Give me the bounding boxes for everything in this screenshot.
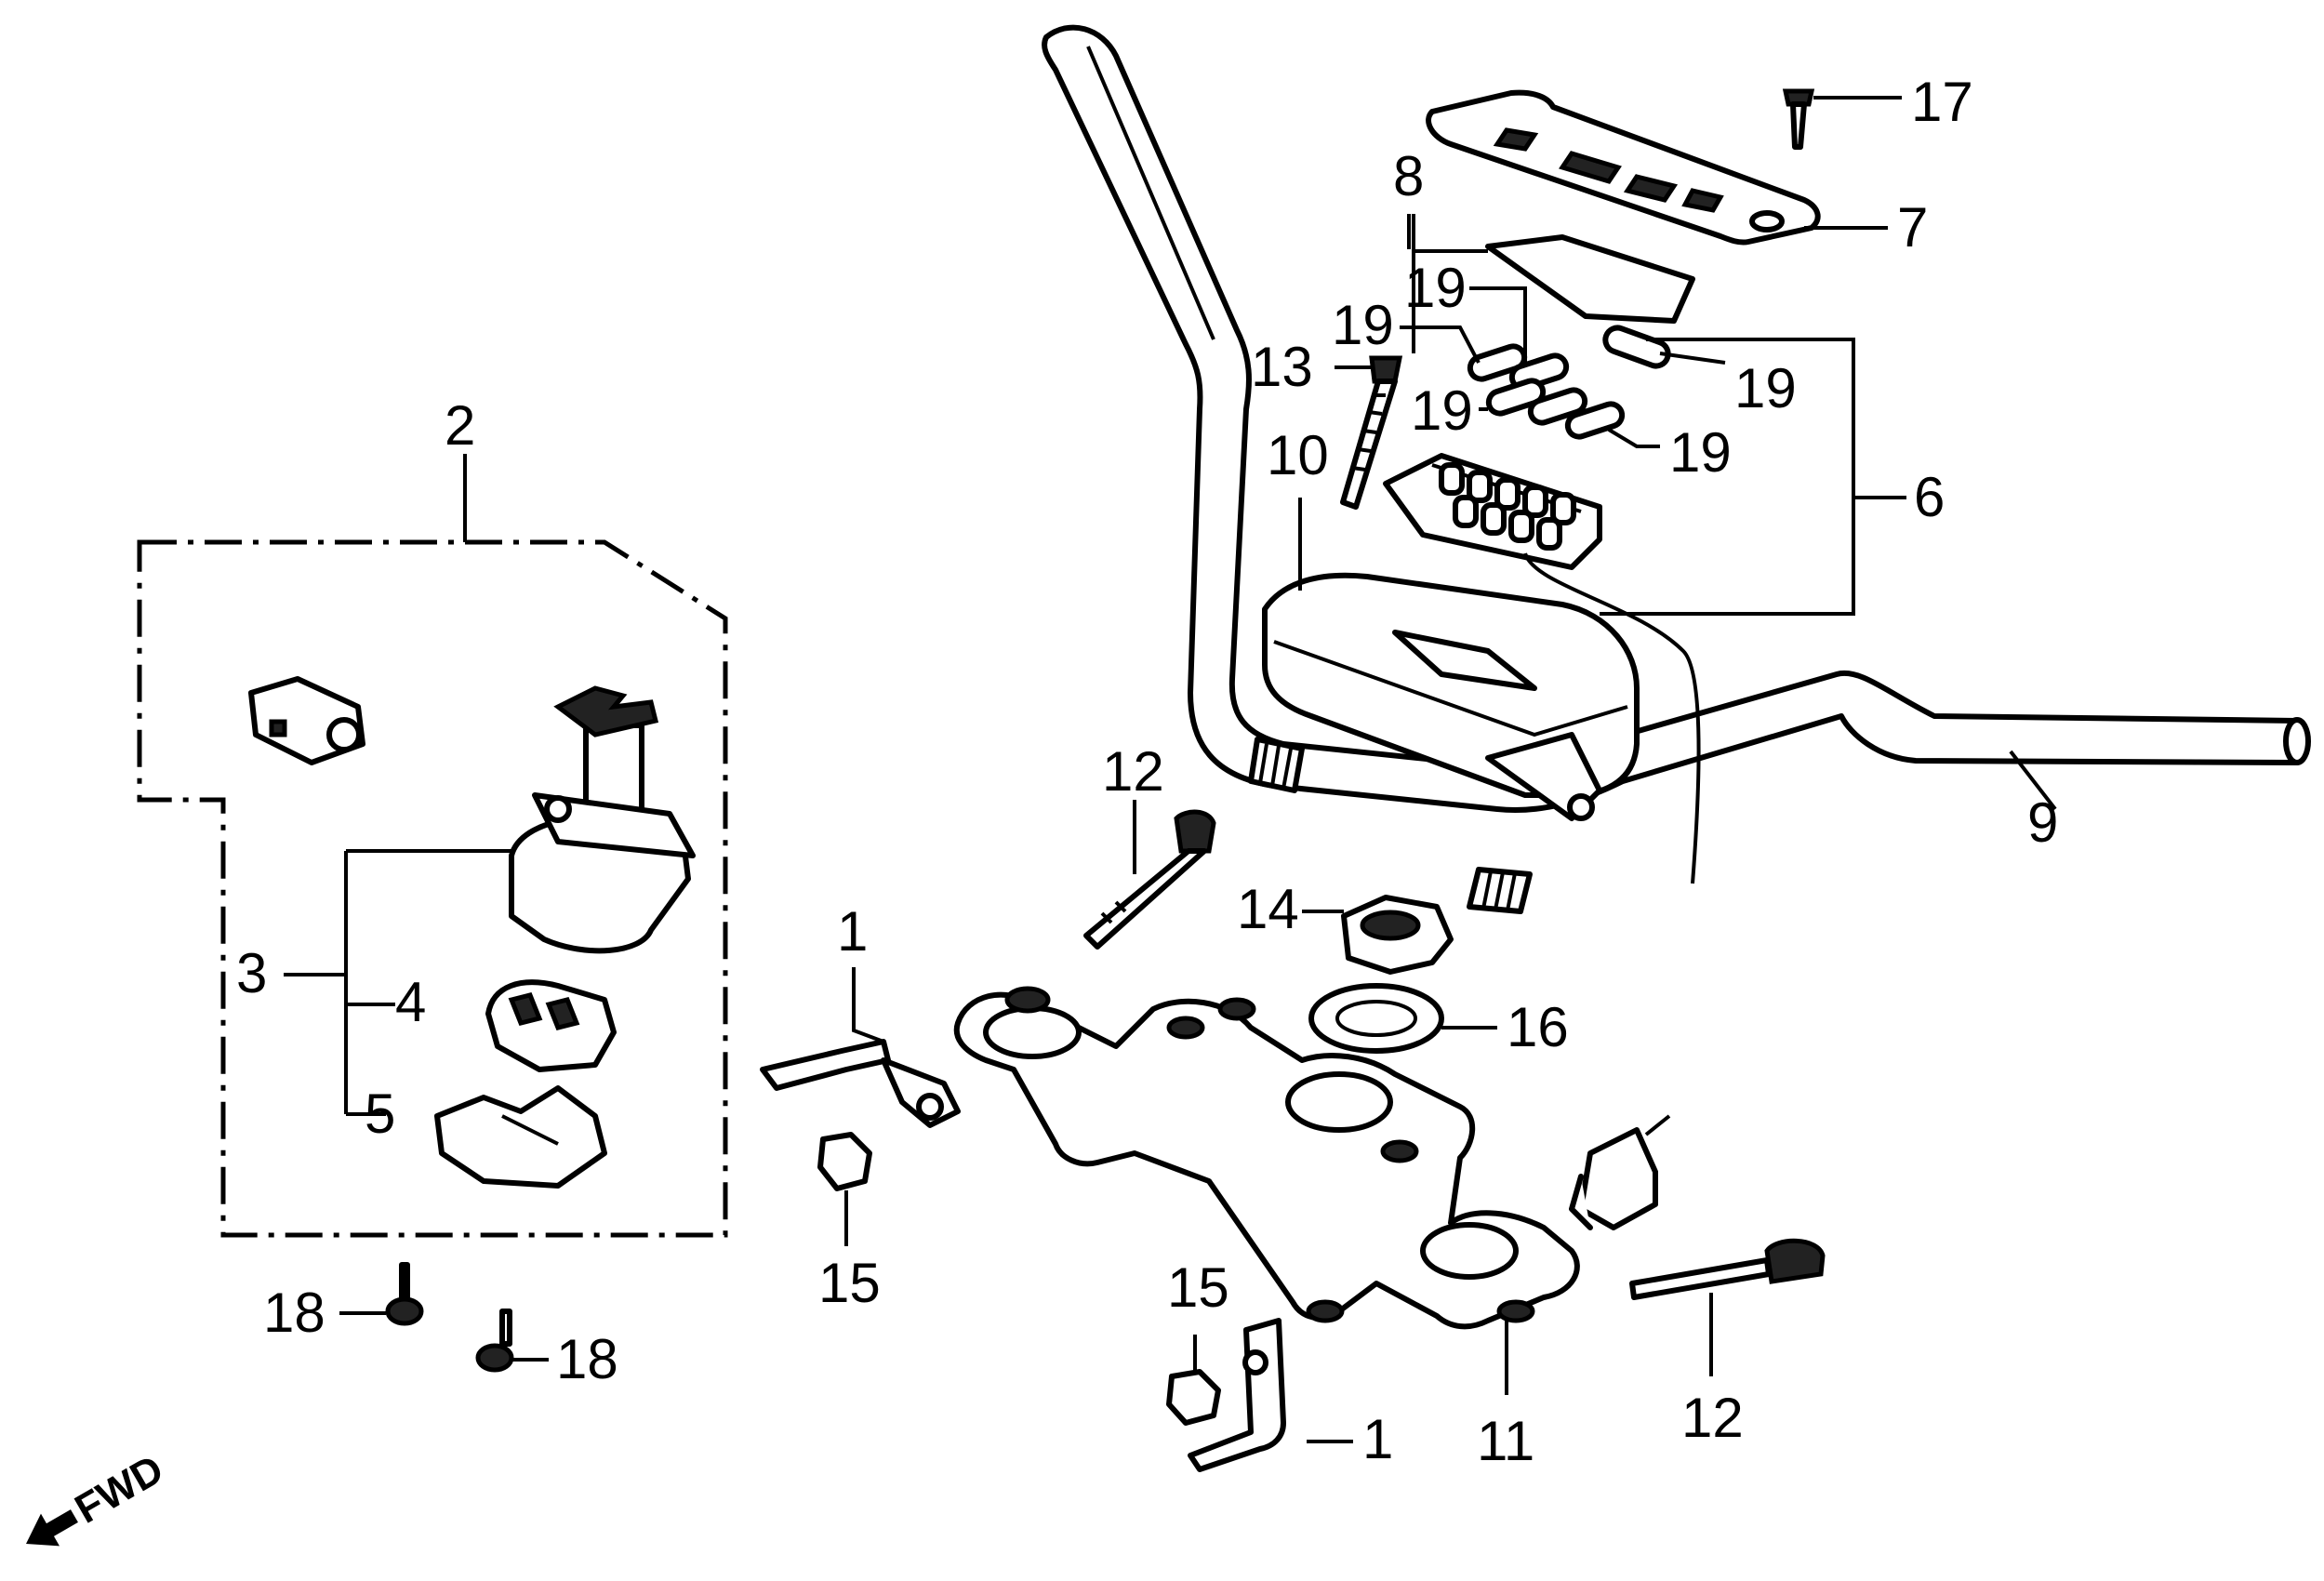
fuse-box-bolt	[1340, 355, 1403, 510]
callout-9: 9	[2027, 791, 2058, 854]
callout-14: 14	[1237, 878, 1299, 940]
top-cover	[1426, 89, 1821, 246]
callout-12b: 12	[1681, 1387, 1744, 1449]
handlebar-pipe	[1042, 24, 2311, 813]
bracket-part-1a	[852, 967, 884, 1043]
handlebar-holder	[953, 986, 1580, 1330]
callout-15a: 15	[818, 1252, 881, 1314]
ignition-switch-group-box	[137, 539, 728, 1238]
callout-18a: 18	[263, 1282, 325, 1344]
switch-cover	[434, 1085, 607, 1189]
callout-19a: 19	[1404, 257, 1467, 319]
callout-19d: 19	[1411, 379, 1473, 442]
callout-11: 11	[1477, 1410, 1534, 1472]
fwd-label: FWD	[68, 1446, 171, 1533]
callout-18b: 18	[556, 1328, 618, 1390]
callout-1b: 1	[1362, 1408, 1393, 1470]
stem-nut	[1341, 895, 1454, 975]
callout-19e: 19	[1669, 421, 1732, 484]
nut-right	[1166, 1369, 1221, 1426]
arrow-icon	[26, 1509, 78, 1547]
handlebar-clamp-band-right	[1467, 867, 1533, 914]
forward-direction-arrow: FWD	[26, 1446, 171, 1547]
callout-10: 10	[1267, 424, 1329, 486]
bracket-part-9	[2009, 750, 2057, 811]
wire-band-right	[1188, 1318, 1286, 1472]
fuse-terminals	[1439, 462, 1576, 551]
wire-band-left	[760, 1039, 961, 1128]
callout-19c: 19	[1734, 357, 1797, 419]
cushion-ring	[1308, 983, 1444, 1054]
callout-16: 16	[1507, 996, 1569, 1058]
callout-15b: 15	[1167, 1256, 1229, 1319]
bracket-part-8	[1407, 214, 1488, 353]
fuse-box	[1383, 453, 1701, 884]
ignition-switch	[509, 685, 696, 954]
instrument-case	[1262, 572, 1640, 821]
callout-2: 2	[445, 394, 475, 457]
nut-left	[817, 1132, 872, 1191]
screw-right	[475, 1309, 514, 1373]
bracket-part-19a	[1469, 286, 1527, 363]
switch-contact-base	[485, 979, 617, 1072]
callout-1a: 1	[837, 900, 868, 963]
cover-screw	[1782, 88, 1815, 150]
bracket-part-19e	[1607, 428, 1660, 448]
callout-13: 13	[1251, 336, 1313, 398]
callout-7: 7	[1897, 196, 1928, 259]
gasket	[1485, 234, 1695, 324]
bracket-part-19b	[1400, 326, 1481, 364]
holder-bolt-upper	[1083, 809, 1216, 950]
bracket-part-6	[1600, 338, 1906, 616]
callout-4: 4	[395, 971, 426, 1033]
callout-3: 3	[236, 942, 267, 1004]
handlebar-clamp-band-left	[1248, 737, 1305, 793]
callout-12a: 12	[1102, 740, 1164, 803]
callout-5: 5	[365, 1083, 395, 1145]
cable-switch	[1569, 1114, 1671, 1230]
screw-left	[385, 1262, 424, 1326]
connector-block	[248, 676, 365, 765]
holder-bolt-lower	[1629, 1238, 1826, 1300]
callout-19b: 19	[1332, 294, 1394, 356]
fuses	[1467, 325, 1671, 440]
bracket-part-19c	[1659, 352, 1726, 365]
callout-6: 6	[1914, 466, 1945, 528]
bracket-part-3	[284, 849, 511, 1116]
callout-8: 8	[1393, 145, 1424, 207]
callout-17: 17	[1911, 71, 1973, 133]
